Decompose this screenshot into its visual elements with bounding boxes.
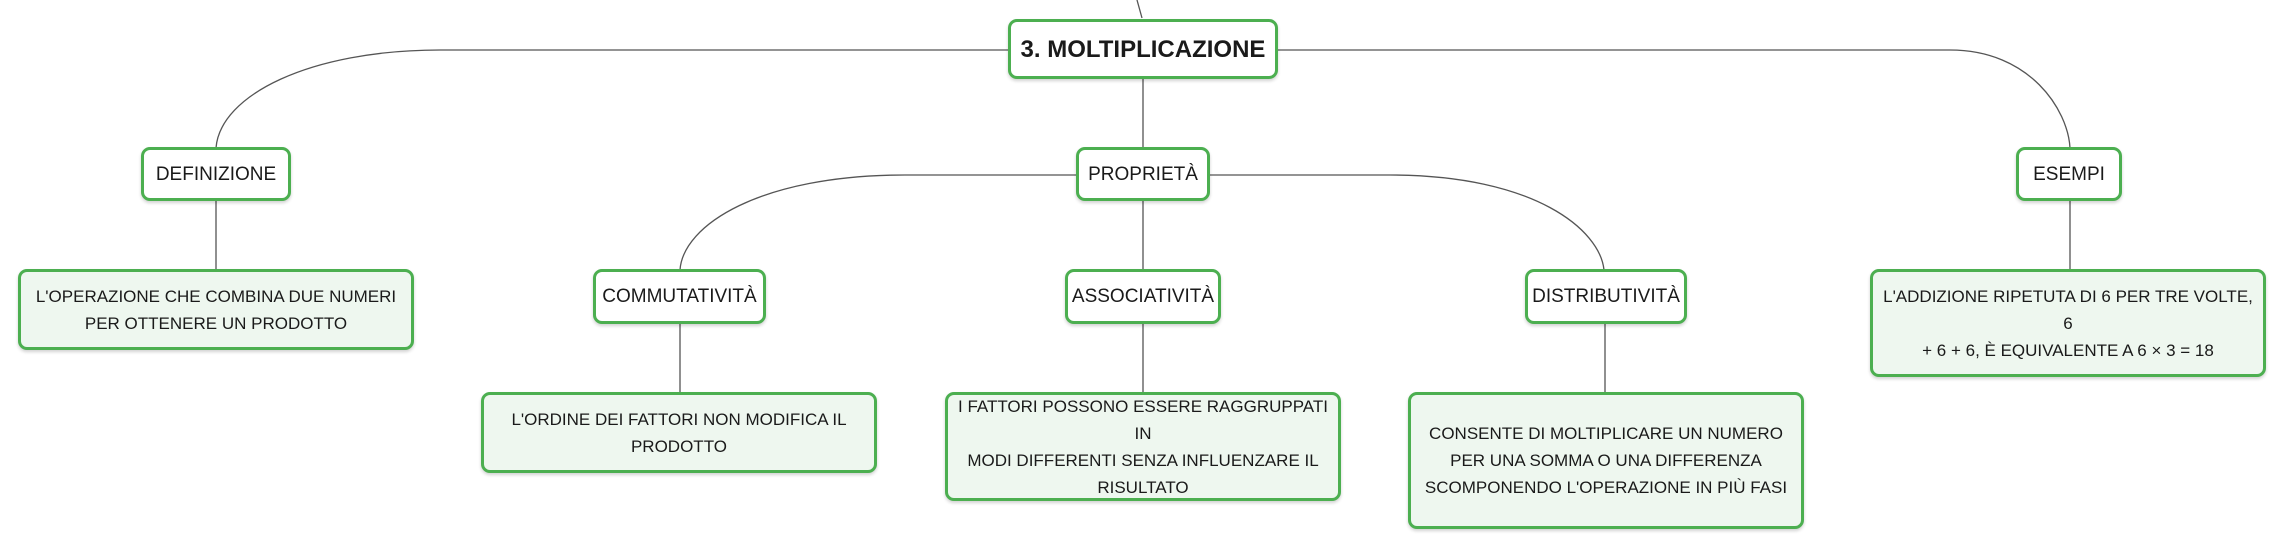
associativita-label: ASSOCIATIVITÀ [1071, 286, 1215, 307]
esempi-label: ESEMPI [2033, 163, 2105, 185]
connector-proprieta-commutativita [679, 174, 1077, 271]
commutativita-node[interactable]: COMMUTATIVITÀ [593, 269, 766, 324]
distributivita-label: DISTRIBUTIVITÀ [1532, 286, 1680, 307]
esempi-node[interactable]: ESEMPI [2016, 147, 2122, 201]
commutativita-detail-node[interactable]: L'ORDINE DEI FATTORI NON MODIFICA IL PRO… [481, 392, 877, 473]
associativita-detail-node[interactable]: I FATTORI POSSONO ESSERE RAGGRUPPATI IN … [945, 392, 1341, 501]
distributivita-detail-node[interactable]: CONSENTE DI MOLTIPLICARE UN NUMERO PER U… [1408, 392, 1804, 529]
definizione-detail-text: L'OPERAZIONE CHE COMBINA DUE NUMERI PER … [35, 286, 397, 333]
distributivita-node[interactable]: DISTRIBUTIVITÀ [1525, 269, 1687, 324]
definizione-label: DEFINIZIONE [155, 163, 277, 185]
connector-root-esempi [1276, 49, 2071, 149]
associativita-detail-text: I FATTORI POSSONO ESSERE RAGGRUPPATI IN … [958, 396, 1328, 497]
connector-parent-root [1136, 0, 1143, 19]
proprieta-node[interactable]: PROPRIETÀ [1076, 147, 1210, 201]
definizione-node[interactable]: DEFINIZIONE [141, 147, 291, 201]
connector-root-definizione [215, 49, 1010, 149]
root-label: 3. MOLTIPLICAZIONE [1020, 35, 1266, 63]
proprieta-label: PROPRIETÀ [1088, 163, 1198, 185]
esempi-detail-node[interactable]: L'ADDIZIONE RIPETUTA DI 6 PER TRE VOLTE,… [1870, 269, 2266, 377]
associativita-node[interactable]: ASSOCIATIVITÀ [1065, 269, 1221, 324]
distributivita-detail-text: CONSENTE DI MOLTIPLICARE UN NUMERO PER U… [1424, 424, 1788, 497]
definizione-detail-node[interactable]: L'OPERAZIONE CHE COMBINA DUE NUMERI PER … [18, 269, 414, 350]
connector-proprieta-distributivita [1208, 174, 1605, 271]
root-node[interactable]: 3. MOLTIPLICAZIONE [1008, 19, 1278, 79]
commutativita-detail-text: L'ORDINE DEI FATTORI NON MODIFICA IL PRO… [511, 409, 847, 456]
commutativita-label: COMMUTATIVITÀ [602, 286, 757, 307]
esempi-detail-text: L'ADDIZIONE RIPETUTA DI 6 PER TRE VOLTE,… [1883, 286, 2253, 360]
